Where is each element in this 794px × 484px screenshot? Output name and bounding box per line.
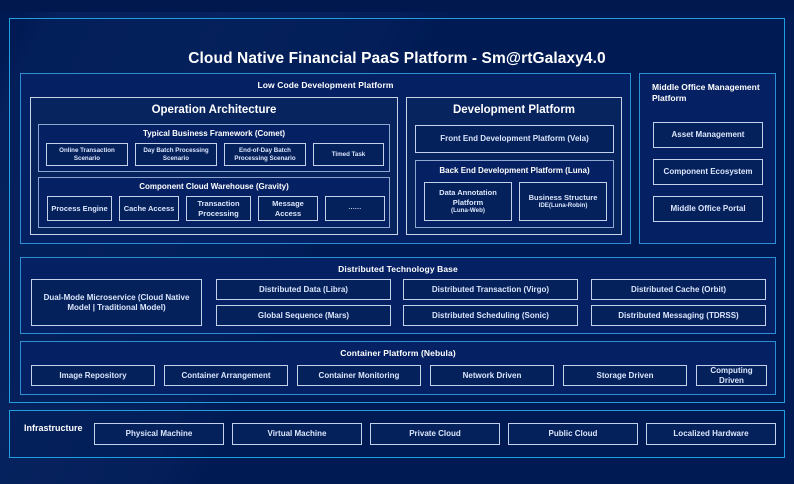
operation-architecture-panel: Operation Architecture Typical Business … <box>30 97 398 235</box>
infrastructure-chip-localized-hardware[interactable]: Localized Hardware <box>646 423 776 445</box>
distributed-technology-base-band: Distributed Technology Base Dual-Mode Mi… <box>20 257 776 334</box>
distributed-chip-global-sequence[interactable]: Global Sequence (Mars) <box>216 305 391 326</box>
back-end-chip-name: Data Annotation Platform <box>439 188 497 207</box>
scenario-chip-day-batch[interactable]: Day Batch Processing Scenario <box>135 143 217 166</box>
infrastructure-chip-private-cloud[interactable]: Private Cloud <box>370 423 500 445</box>
low-code-platform-band: Low Code Development Platform Operation … <box>20 73 631 244</box>
container-chip-storage-driven[interactable]: Storage Driven <box>563 365 687 386</box>
infrastructure-label: Infrastructure <box>24 423 83 433</box>
container-chip-container-arrangement[interactable]: Container Arrangement <box>164 365 288 386</box>
platform-outer-frame: Cloud Native Financial PaaS Platform - S… <box>9 18 785 403</box>
background-top-band <box>0 0 794 12</box>
container-chip-image-repository[interactable]: Image Repository <box>31 365 155 386</box>
distributed-chip-distributed-messaging[interactable]: Distributed Messaging (TDRSS) <box>591 305 766 326</box>
container-platform-title: Container Platform (Nebula) <box>340 348 456 358</box>
infrastructure-chip-physical-machine[interactable]: Physical Machine <box>94 423 224 445</box>
typical-business-framework-box: Typical Business Framework (Comet) Onlin… <box>38 124 390 172</box>
component-chip-more[interactable]: ...... <box>325 196 385 221</box>
development-platform-panel: Development Platform Front End Developme… <box>406 97 622 235</box>
container-chip-network-driven[interactable]: Network Driven <box>430 365 554 386</box>
distributed-chip-dual-mode-microservice[interactable]: Dual-Mode Microservice (Cloud Native Mod… <box>31 279 202 326</box>
infrastructure-chip-public-cloud[interactable]: Public Cloud <box>508 423 638 445</box>
page-title: Cloud Native Financial PaaS Platform - S… <box>188 50 606 67</box>
component-chip-message-access[interactable]: Message Access <box>258 196 318 221</box>
scenario-chip-timed-task[interactable]: Timed Task <box>313 143 384 166</box>
container-chip-container-monitoring[interactable]: Container Monitoring <box>297 365 421 386</box>
component-chip-cache-access[interactable]: Cache Access <box>119 196 179 221</box>
component-cloud-warehouse-title: Component Cloud Warehouse (Gravity) <box>139 182 289 191</box>
middle-office-chip-asset-management[interactable]: Asset Management <box>653 122 763 148</box>
middle-office-platform-band: Middle Office Management Platform Asset … <box>639 73 776 244</box>
distributed-chip-distributed-transaction[interactable]: Distributed Transaction (Virgo) <box>403 279 578 300</box>
middle-office-chip-middle-office-portal[interactable]: Middle Office Portal <box>653 196 763 222</box>
component-chip-process-engine[interactable]: Process Engine <box>47 196 112 221</box>
back-end-chip-subtitle: IDE(Luna-Robin) <box>538 202 588 210</box>
middle-office-chip-component-ecosystem[interactable]: Component Ecosystem <box>653 159 763 185</box>
component-cloud-warehouse-box: Component Cloud Warehouse (Gravity) Proc… <box>38 177 390 228</box>
back-end-chip-data-annotation-platform[interactable]: Data Annotation Platform (Luna-Web) <box>424 182 512 221</box>
distributed-chip-distributed-data[interactable]: Distributed Data (Libra) <box>216 279 391 300</box>
container-platform-band: Container Platform (Nebula) Image Reposi… <box>20 341 776 395</box>
infrastructure-outer-frame: Infrastructure Physical Machine Virtual … <box>9 410 785 458</box>
distributed-chip-distributed-scheduling[interactable]: Distributed Scheduling (Sonic) <box>403 305 578 326</box>
infrastructure-chip-virtual-machine[interactable]: Virtual Machine <box>232 423 362 445</box>
scenario-chip-end-of-day-batch[interactable]: End-of-Day Batch Processing Scenario <box>224 143 306 166</box>
typical-business-framework-title: Typical Business Framework (Comet) <box>142 129 286 138</box>
distributed-chip-distributed-cache[interactable]: Distributed Cache (Orbit) <box>591 279 766 300</box>
back-end-chip-subtitle: (Luna-Web) <box>451 207 485 214</box>
scenario-chip-online-transaction[interactable]: Online Transaction Scenario <box>46 143 128 166</box>
front-end-development-platform-box[interactable]: Front End Development Platform (Vela) <box>415 125 614 153</box>
back-end-chip-business-structure-ide[interactable]: Business Structure IDE(Luna-Robin) <box>519 182 607 221</box>
middle-office-platform-title: Middle Office Management Platform <box>652 82 760 104</box>
back-end-development-platform-box: Back End Development Platform (Luna) Dat… <box>415 160 614 228</box>
back-end-chip-name: Business Structure <box>528 192 598 202</box>
distributed-technology-base-title: Distributed Technology Base <box>338 264 458 274</box>
back-end-development-platform-title: Back End Development Platform (Luna) <box>439 166 590 175</box>
operation-architecture-title: Operation Architecture <box>151 104 277 116</box>
component-chip-transaction-processing[interactable]: Transaction Processing <box>186 196 251 221</box>
container-chip-computing-driven[interactable]: Computing Driven <box>696 365 767 386</box>
low-code-platform-title: Low Code Development Platform <box>257 80 394 90</box>
development-platform-title: Development Platform <box>452 104 576 116</box>
